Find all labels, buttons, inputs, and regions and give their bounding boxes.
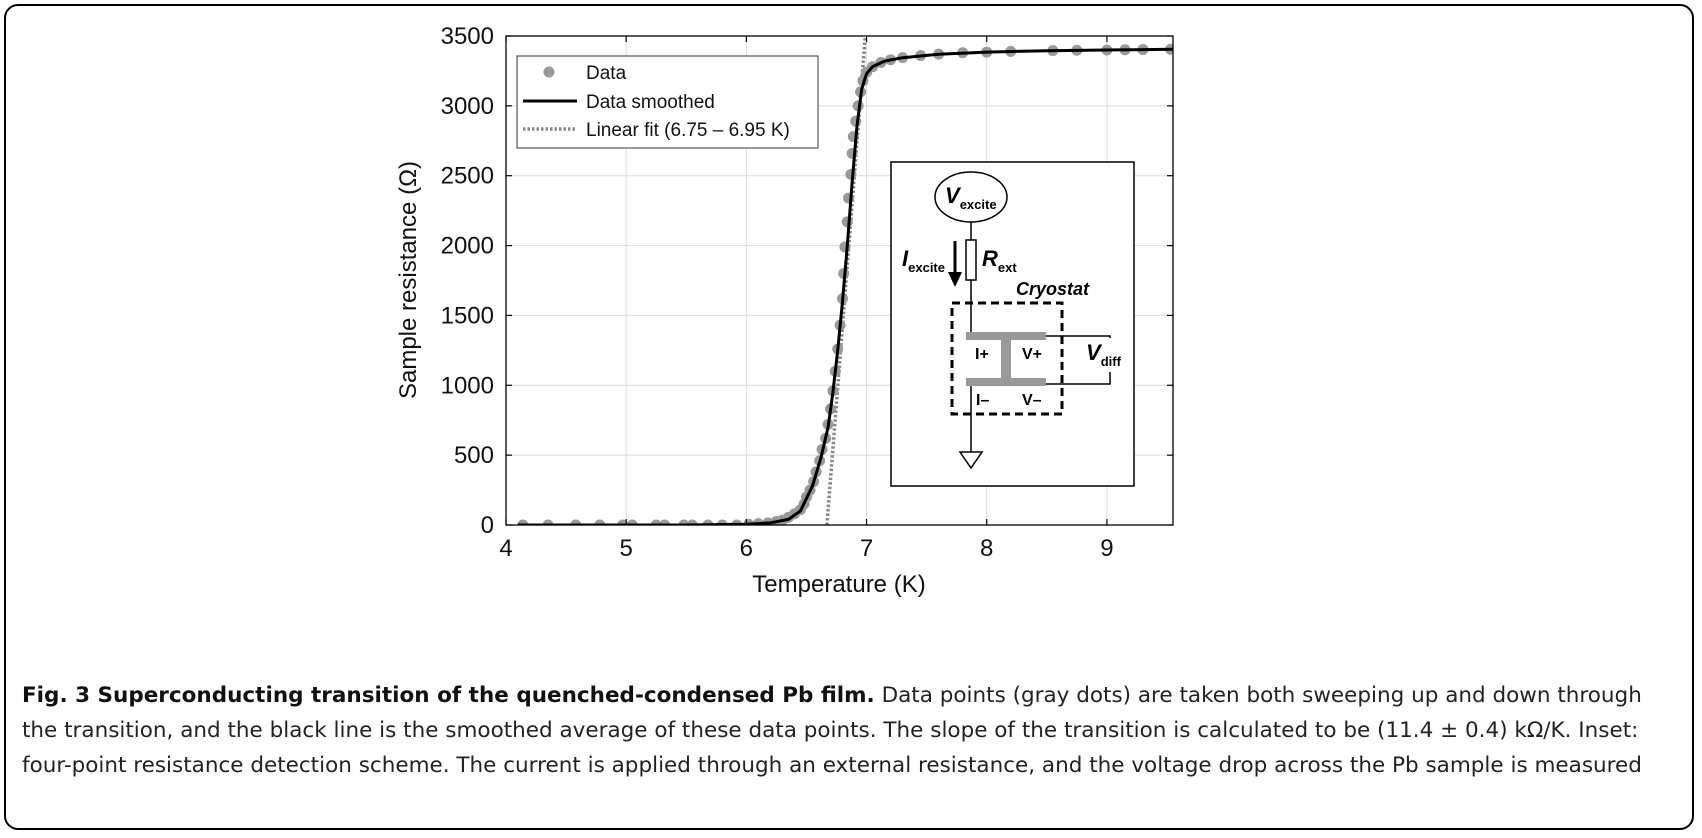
x-tick-label-5: 5 — [620, 535, 633, 562]
series-layer — [517, 36, 1173, 525]
x-tick-label-6: 6 — [740, 535, 753, 562]
terminal-v-plus: V+ — [1022, 346, 1042, 363]
resistor-ext — [965, 239, 977, 281]
y-tick-label-2000: 2000 — [441, 233, 494, 260]
caption-body: Data points (gray dots) are taken both s… — [22, 683, 1642, 778]
caption-title: Fig. 3 Superconducting transition of the… — [22, 683, 875, 708]
legend-marker-data — [543, 66, 555, 78]
vdiff-label-bg — [1084, 338, 1128, 372]
x-tick-label-4: 4 — [499, 535, 512, 562]
x-tick-label-7: 7 — [860, 535, 873, 562]
sample-bottom-bar — [966, 378, 1046, 386]
y-tick-label-2500: 2500 — [441, 163, 494, 190]
resistor-label: Rext — [982, 246, 1017, 275]
voltage-source-label: Vexcite — [945, 183, 997, 212]
current-arrow-head — [948, 272, 962, 287]
cryostat-box — [950, 301, 1064, 416]
terminal-i-minus: I– — [976, 392, 989, 409]
y-tick-label-3000: 3000 — [441, 93, 494, 120]
terminal-v-minus: V– — [1022, 392, 1042, 409]
figure-caption: Fig. 3 Superconducting transition of the… — [22, 678, 1682, 783]
x-tick-label-8: 8 — [980, 535, 993, 562]
axis-ticks: 4 5 6 7 8 9 0 500 1000 1500 2000 2500 3000 3500 — [441, 23, 1173, 562]
legend-label-linear-fit: Linear fit (6.75 – 6.95 K) — [586, 120, 790, 141]
y-tick-label-1000: 1000 — [441, 372, 494, 399]
y-tick-label-0: 0 — [481, 512, 494, 539]
cryostat-label: Cryostat — [1016, 279, 1090, 299]
x-tick-label-9: 9 — [1100, 535, 1113, 562]
linear-fit-line — [825, 36, 868, 525]
inset-border — [890, 161, 1135, 487]
legend-label-smoothed: Data smoothed — [586, 92, 715, 113]
smoothed-line — [518, 47, 1173, 525]
data-point-40 — [845, 168, 857, 180]
sample-top-bar — [966, 332, 1046, 340]
y-tick-label-500: 500 — [454, 442, 494, 469]
y-tick-label-3500: 3500 — [441, 23, 494, 50]
data-point-38 — [841, 216, 853, 228]
plot-border — [505, 35, 1174, 526]
legend-label-data: Data — [586, 63, 627, 84]
ground-symbol — [958, 451, 984, 470]
legend: Data Data smoothed Linear fit (6.75 – 6.… — [516, 55, 819, 149]
resistance-chart: 4 5 6 7 8 9 0 500 1000 1500 2000 2500 3000 3500 Tempe… — [395, 23, 1174, 598]
current-label: Iexcite — [902, 246, 945, 275]
x-axis-label: Temperature (K) — [752, 571, 925, 598]
y-axis-label: Sample resistance (Ω) — [395, 161, 422, 399]
sample-stem — [1001, 340, 1011, 378]
y-tick-label-1500: 1500 — [441, 302, 494, 329]
terminal-i-plus: I+ — [975, 346, 989, 363]
vdiff-label: Vdiff — [1086, 340, 1122, 369]
inset-diagram: Vexcite Iexcite Rext Cryostat I+ V+ I– V… — [890, 161, 1135, 487]
